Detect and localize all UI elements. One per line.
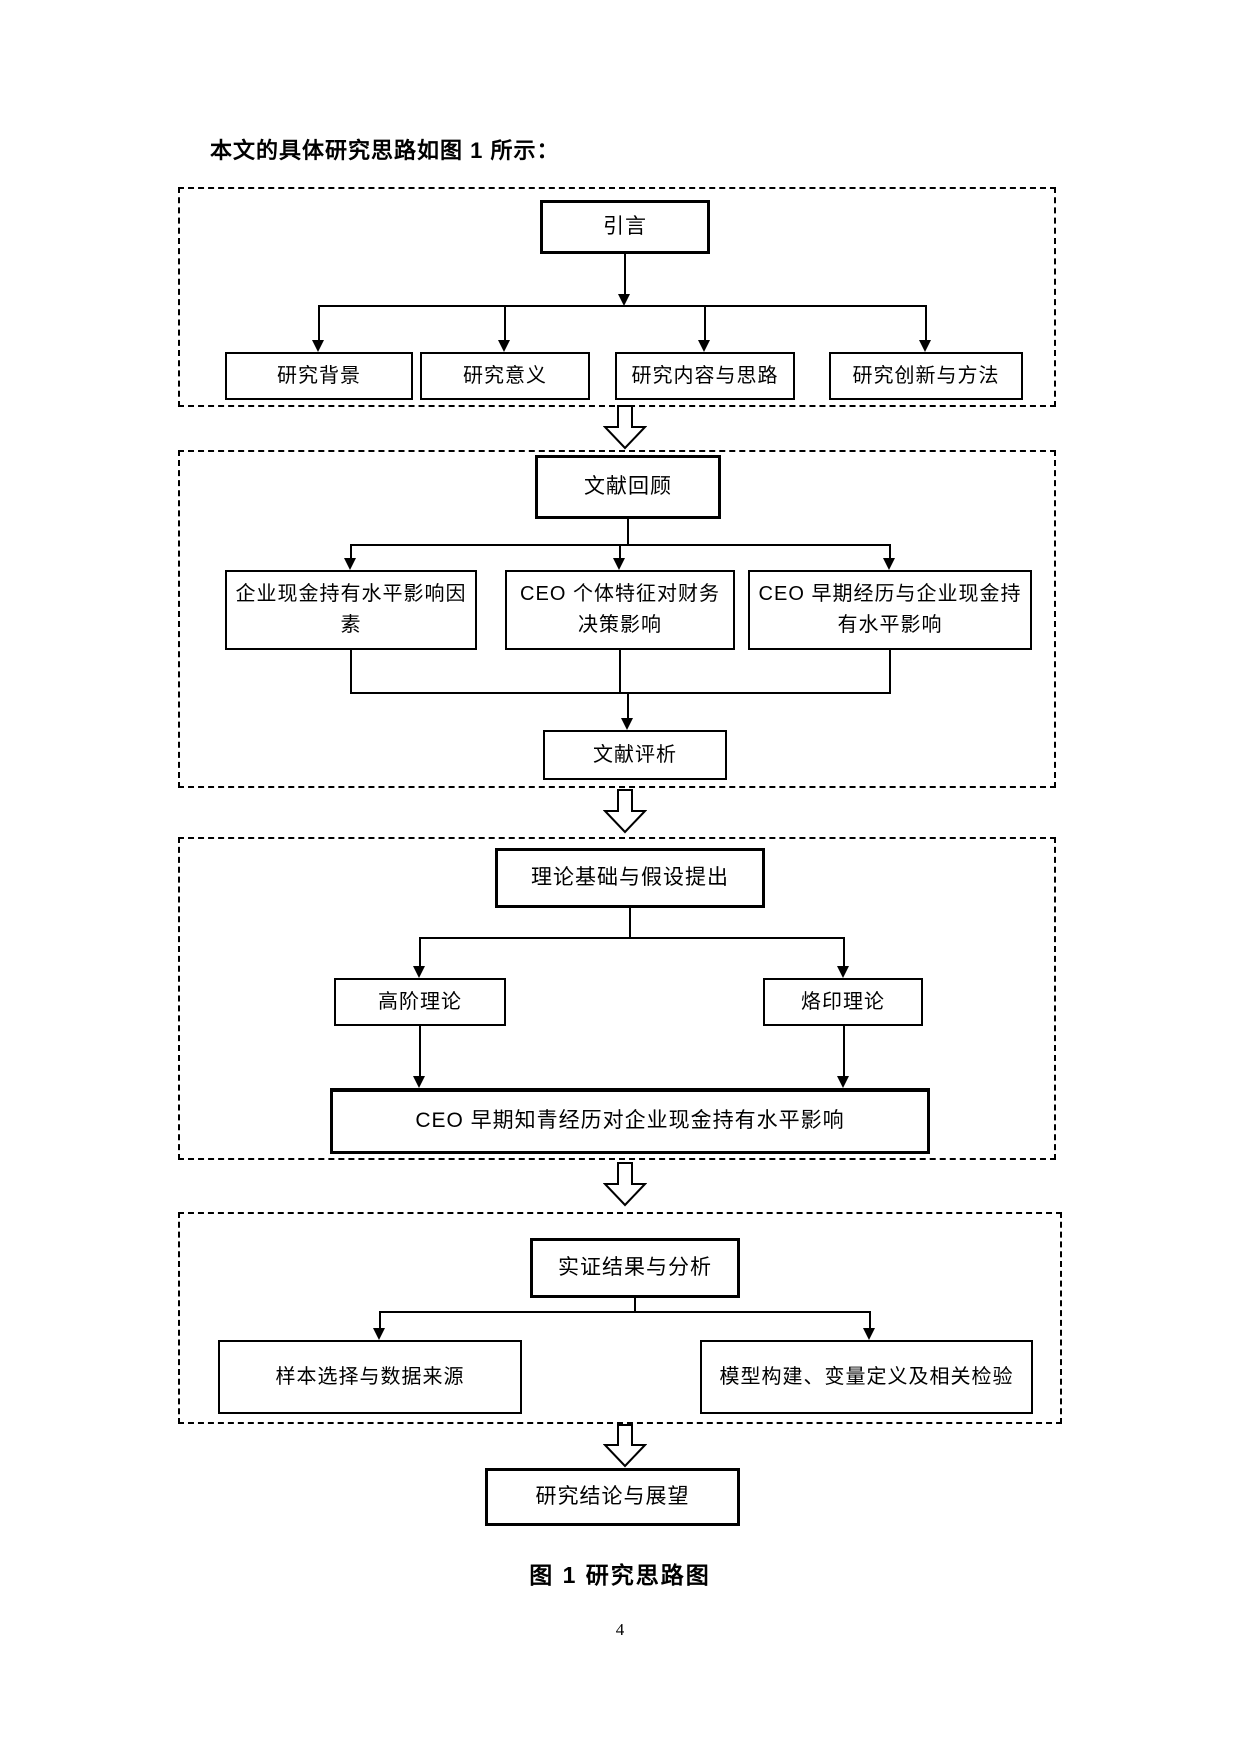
connector-line [843,937,845,966]
section-empirical [178,1212,1062,1424]
connector-line [319,305,926,307]
down-arrow-icon [863,1328,875,1340]
node-literature-evaluation: 文献评析 [543,730,727,780]
connector-line [889,544,891,558]
down-arrow-icon [618,294,630,306]
connector-line [351,692,890,694]
figure-caption: 图 1 研究思路图 [529,1562,711,1588]
connector-line [350,544,352,558]
connector-line [843,1026,845,1076]
connector-line [627,692,629,718]
section-theory [178,837,1056,1160]
down-arrow-icon [344,558,356,570]
down-arrow-icon [413,1076,425,1088]
node-introduction: 引言 [540,200,710,254]
down-arrow-icon [373,1328,385,1340]
connector-line [350,650,352,694]
node-conclusion: 研究结论与展望 [485,1468,740,1526]
node-innovation-method: 研究创新与方法 [829,352,1023,400]
node-zhiqing-effect: CEO 早期知青经历对企业现金持有水平影响 [330,1088,930,1154]
node-imprinting: 烙印理论 [763,978,923,1026]
connector-line [634,1298,636,1313]
down-arrow-icon [312,340,324,352]
node-cash-holding-factors: 企业现金持有水平影响因素 [225,570,477,650]
node-significance: 研究意义 [420,352,590,400]
node-upper-echelons: 高阶理论 [334,978,506,1026]
connector-line [619,544,621,558]
section-flow-arrow-icon [603,405,647,450]
down-arrow-icon [498,340,510,352]
down-arrow-icon [613,558,625,570]
node-model-tests: 模型构建、变量定义及相关检验 [700,1340,1033,1414]
connector-line [419,1026,421,1076]
down-arrow-icon [837,1076,849,1088]
connector-line [704,305,706,340]
node-sample-data: 样本选择与数据来源 [218,1340,522,1414]
connector-line [629,908,631,938]
section-literature [178,450,1056,788]
connector-line [889,650,891,694]
intro-text: 本文的具体研究思路如图 1 所示： [210,138,560,163]
section-flow-arrow-icon [603,789,647,834]
node-background: 研究背景 [225,352,413,400]
down-arrow-icon [919,340,931,352]
connector-line [504,305,506,340]
connector-line [419,937,421,966]
down-arrow-icon [621,718,633,730]
connector-line [869,1311,871,1328]
down-arrow-icon [698,340,710,352]
connector-line [624,254,626,294]
connector-line [925,305,927,340]
node-content-approach: 研究内容与思路 [615,352,795,400]
down-arrow-icon [837,966,849,978]
node-ceo-early-experience: CEO 早期经历与企业现金持有水平影响 [748,570,1032,650]
connector-line [318,305,320,340]
node-literature-review: 文献回顾 [535,455,721,519]
connector-line [619,650,621,694]
node-theory-hypothesis: 理论基础与假设提出 [495,848,765,908]
section-flow-arrow-icon [603,1162,647,1207]
node-ceo-traits: CEO 个体特征对财务决策影响 [505,570,735,650]
section-flow-arrow-icon [603,1424,647,1468]
connector-line [380,1311,870,1313]
down-arrow-icon [883,558,895,570]
connector-line [420,937,845,939]
connector-line [379,1311,381,1328]
connector-line [627,519,629,545]
node-empirical-results: 实证结果与分析 [530,1238,740,1298]
down-arrow-icon [413,966,425,978]
page-number: 4 [615,1620,625,1639]
